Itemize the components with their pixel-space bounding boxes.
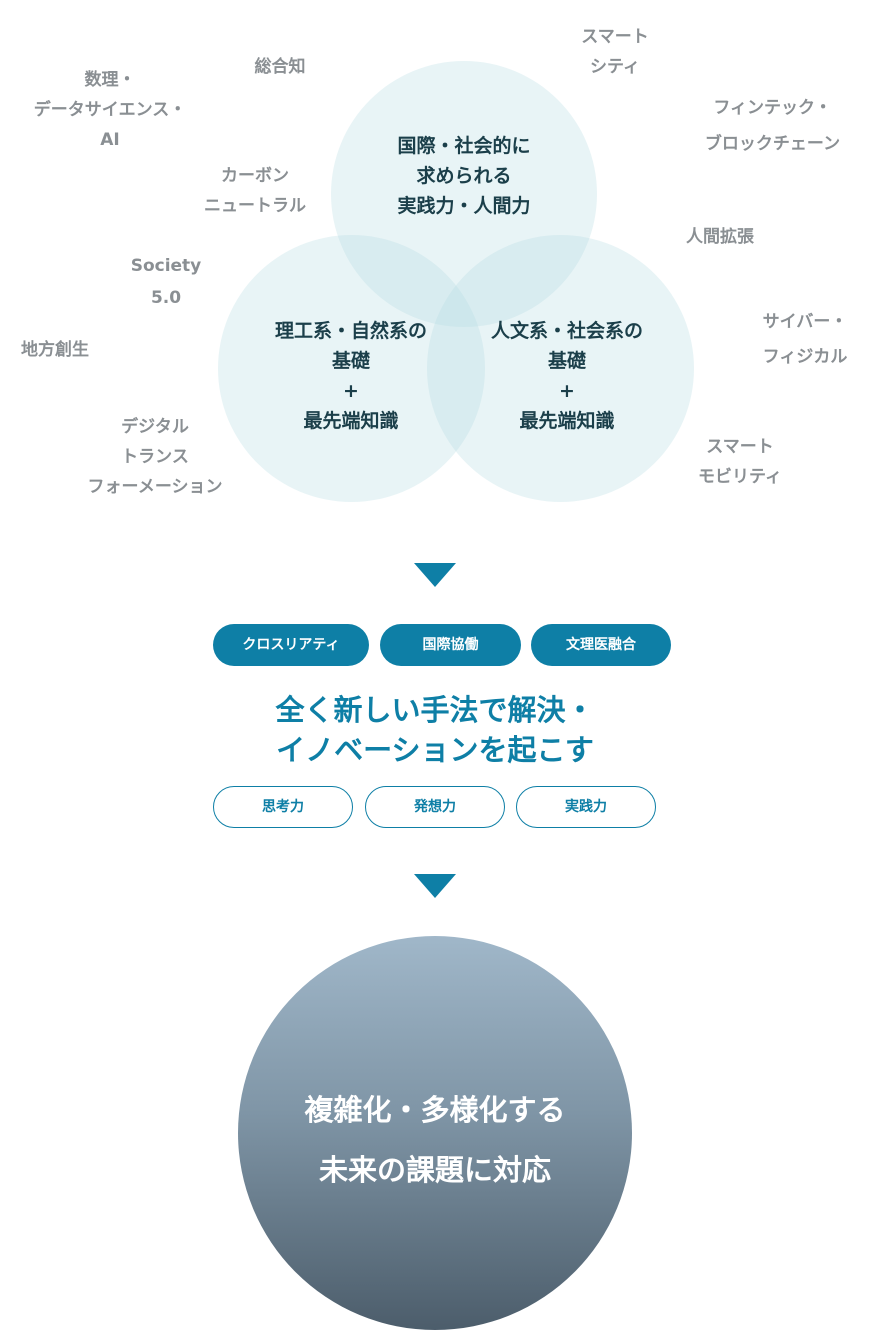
venn-right-line: 基礎	[547, 350, 586, 372]
venn-left-line: +	[343, 380, 359, 402]
venn-top-line: 求められる	[416, 165, 512, 187]
keyword-line: 5.0	[150, 288, 182, 308]
headline: 全く新しい手法で解決・ イノベーションを起こす	[0, 690, 870, 770]
tag-international-collaboration: 国際協働	[380, 624, 521, 666]
keyword-line: 人間拡張	[686, 227, 754, 247]
venn-left-line: 最先端知識	[303, 410, 399, 432]
venn-label-left: 理工系・自然系の 基礎 + 最先端知識	[211, 316, 491, 436]
keyword-line: サイバー・	[762, 312, 848, 332]
keyword-line: モビリティ	[698, 467, 782, 487]
keyword-digital-transformation: デジタル トランス フォーメーション	[65, 412, 245, 502]
tag-cross-reality: クロスリアティ	[213, 624, 369, 666]
goal-line: 複雑化・多様化する	[304, 1093, 566, 1127]
goal-line: 未来の課題に対応	[318, 1153, 551, 1187]
keyword-line: トランス	[121, 447, 189, 467]
keyword-line: スマート	[581, 27, 649, 47]
down-arrow-icon	[414, 874, 456, 898]
venn-circle-right	[427, 235, 694, 502]
venn-left-line: 理工系・自然系の	[274, 320, 427, 342]
venn-right-line: 最先端知識	[519, 410, 615, 432]
keyword-smart-city: スマート シティ	[555, 22, 675, 82]
keyword-chihou: 地方創生	[5, 335, 105, 365]
skill-practice: 実践力	[516, 786, 656, 828]
keyword-line: Society	[130, 256, 202, 276]
keyword-line: ブロックチェーン	[704, 134, 841, 154]
keyword-ningen-kakuchou: 人間拡張	[670, 222, 770, 252]
keyword-society: Society 5.0	[116, 250, 216, 314]
keyword-line: 総合知	[254, 57, 306, 77]
keyword-line: シティ	[590, 57, 640, 77]
venn-left-line: 基礎	[331, 350, 370, 372]
venn-top-line: 実践力・人間力	[397, 195, 531, 217]
keyword-cyber-physical: サイバー・ フィジカル	[745, 305, 865, 375]
keyword-line: ニュートラル	[204, 196, 306, 216]
keyword-line: データサイエンス・	[33, 100, 187, 120]
headline-line: イノベーションを起こす	[276, 733, 594, 767]
keyword-line: AI	[100, 130, 120, 150]
skill-thinking: 思考力	[213, 786, 353, 828]
venn-top-line: 国際・社会的に	[397, 135, 531, 157]
venn-label-top: 国際・社会的に 求められる 実践力・人間力	[331, 131, 597, 221]
keyword-smart-mobility: スマート モビリティ	[680, 432, 800, 492]
keyword-line: スマート	[706, 437, 774, 457]
keyword-line: カーボン	[221, 166, 289, 186]
keyword-fintech-blockchain: フィンテック・ ブロックチェーン	[685, 90, 860, 162]
venn-circle-top	[331, 61, 597, 327]
skill-ideation: 発想力	[365, 786, 505, 828]
keyword-line: フィジカル	[762, 347, 848, 367]
keyword-line: フォーメーション	[87, 477, 223, 497]
goal-text: 複雑化・多様化する 未来の課題に対応	[238, 1080, 632, 1200]
keyword-sougouchi: 総合知	[230, 52, 330, 82]
venn-label-right: 人文系・社会系の 基礎 + 最先端知識	[427, 316, 707, 436]
keyword-line: 数理・	[84, 70, 136, 90]
keyword-carbon-neutral: カーボン ニュートラル	[190, 161, 320, 221]
tag-interdisciplinary: 文理医融合	[531, 624, 671, 666]
venn-right-line: 人文系・社会系の	[490, 320, 643, 342]
headline-line: 全く新しい手法で解決・	[275, 693, 595, 727]
keyword-line: フィンテック・	[713, 98, 832, 118]
keyword-suuri-ai: 数理・ データサイエンス・ AI	[15, 65, 205, 155]
down-arrow-icon	[414, 563, 456, 587]
venn-right-line: +	[559, 380, 575, 402]
keyword-line: デジタル	[121, 417, 189, 437]
goal-circle: 複雑化・多様化する 未来の課題に対応	[238, 936, 632, 1330]
keyword-line: 地方創生	[21, 340, 89, 360]
venn-circle-left	[218, 235, 485, 502]
